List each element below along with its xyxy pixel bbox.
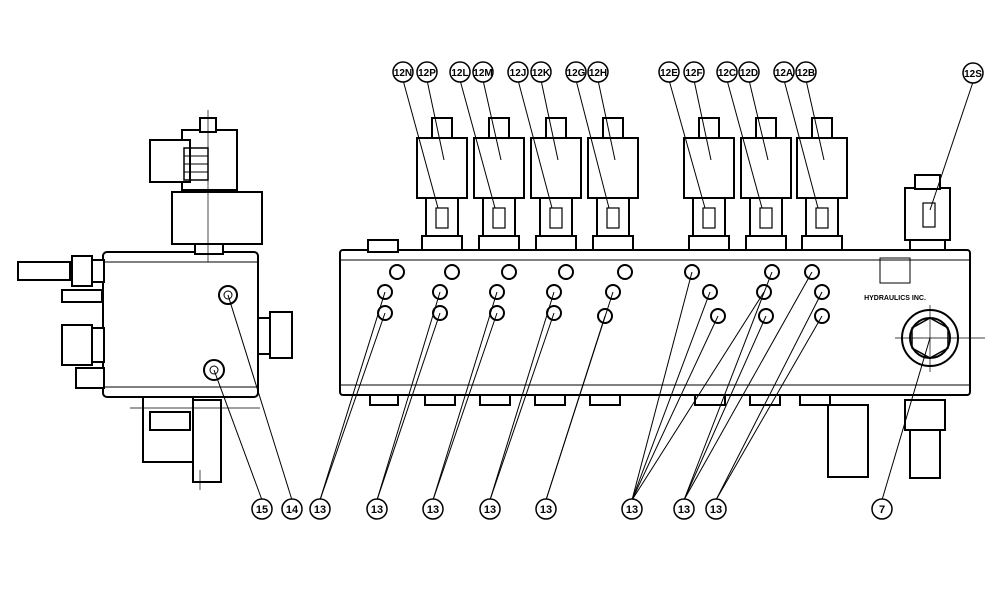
callout-13-g: 13 bbox=[673, 498, 695, 520]
callout-12K: 12K bbox=[530, 61, 552, 83]
callout-12A: 12A bbox=[773, 61, 795, 83]
callout-13-b: 13 bbox=[366, 498, 388, 520]
callout-12F: 12F bbox=[683, 61, 705, 83]
svg-text:12G: 12G bbox=[567, 68, 586, 79]
svg-text:12C: 12C bbox=[718, 68, 736, 79]
svg-text:12K: 12K bbox=[532, 68, 551, 79]
svg-text:12P: 12P bbox=[418, 68, 436, 79]
svg-text:13: 13 bbox=[427, 504, 439, 516]
solenoid-valves bbox=[416, 117, 848, 251]
svg-text:13: 13 bbox=[484, 504, 496, 516]
svg-text:7: 7 bbox=[879, 504, 885, 516]
svg-text:12B: 12B bbox=[797, 68, 815, 79]
svg-text:14: 14 bbox=[286, 504, 299, 516]
callout-12B: 12B bbox=[795, 61, 817, 83]
svg-text:13: 13 bbox=[314, 504, 326, 516]
left-manifold bbox=[17, 110, 293, 490]
callout-12L: 12L bbox=[449, 61, 471, 83]
svg-text:13: 13 bbox=[678, 504, 690, 516]
svg-text:12F: 12F bbox=[685, 68, 702, 79]
callout-13-e: 13 bbox=[535, 498, 557, 520]
svg-text:12A: 12A bbox=[775, 68, 793, 79]
svg-text:13: 13 bbox=[540, 504, 552, 516]
callout-13-f: 13 bbox=[621, 498, 643, 520]
svg-text:12H: 12H bbox=[589, 68, 607, 79]
callout-13-d: 13 bbox=[479, 498, 501, 520]
manifold-ports bbox=[377, 264, 830, 324]
callout-12E: 12E bbox=[658, 61, 680, 83]
callouts-top: 12N 12P 12L 12M 12J 12K 12G 12H 12E 12F … bbox=[392, 61, 984, 84]
callout-12J: 12J bbox=[507, 61, 529, 83]
svg-text:12L: 12L bbox=[451, 68, 468, 79]
callouts-bottom: 15 14 13 13 13 13 13 13 13 13 7 bbox=[251, 498, 893, 520]
callout-12G: 12G bbox=[565, 61, 587, 83]
leader-lines bbox=[213, 79, 974, 501]
callout-12C: 12C bbox=[716, 61, 738, 83]
callout-13-h: 13 bbox=[705, 498, 727, 520]
callout-12N: 12N bbox=[392, 61, 414, 83]
callout-14: 14 bbox=[281, 498, 303, 520]
manufacturer-marking: HYDRAULICS INC. bbox=[864, 295, 926, 302]
callout-12P: 12P bbox=[416, 61, 438, 83]
callout-13-a: 13 bbox=[309, 498, 331, 520]
callout-7: 7 bbox=[871, 498, 893, 520]
svg-text:12M: 12M bbox=[473, 68, 492, 79]
svg-text:13: 13 bbox=[371, 504, 383, 516]
callout-12M: 12M bbox=[472, 61, 494, 83]
svg-text:13: 13 bbox=[626, 504, 638, 516]
svg-text:15: 15 bbox=[256, 504, 268, 516]
svg-text:12J: 12J bbox=[510, 68, 527, 79]
svg-text:13: 13 bbox=[710, 504, 722, 516]
svg-text:12D: 12D bbox=[740, 68, 758, 79]
callout-12D: 12D bbox=[738, 61, 760, 83]
svg-text:12S: 12S bbox=[964, 69, 982, 80]
svg-text:12E: 12E bbox=[660, 68, 678, 79]
callout-12H: 12H bbox=[587, 61, 609, 83]
callout-12S: 12S bbox=[962, 62, 984, 84]
svg-text:12N: 12N bbox=[394, 68, 412, 79]
callout-15: 15 bbox=[251, 498, 273, 520]
callout-13-c: 13 bbox=[422, 498, 444, 520]
